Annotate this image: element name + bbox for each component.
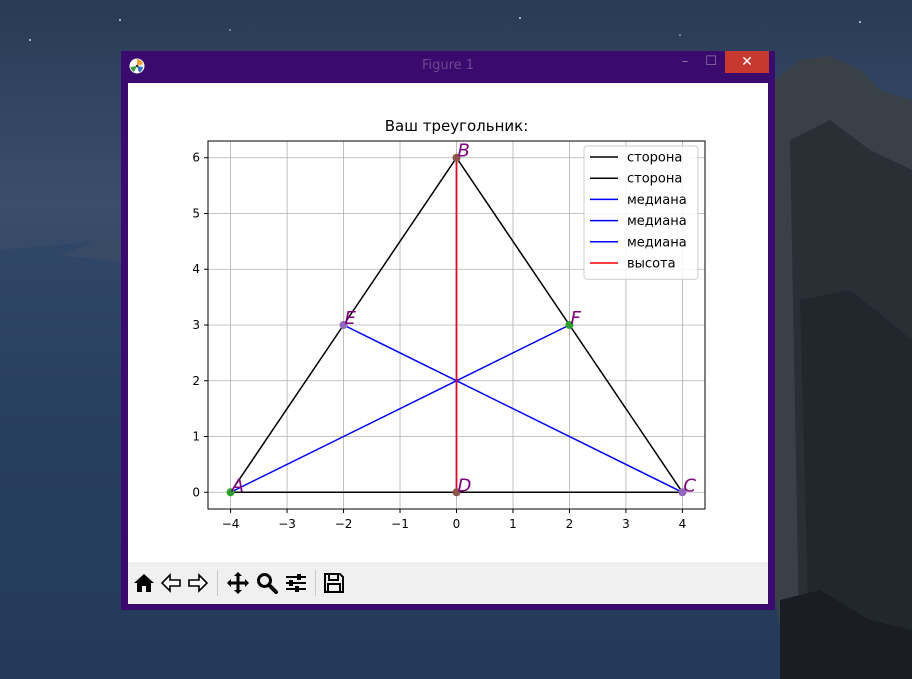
toolbar-separator bbox=[217, 570, 218, 596]
legend-label-4: медиана bbox=[627, 235, 687, 250]
legend-box bbox=[583, 145, 699, 280]
point-b-marker bbox=[452, 153, 461, 162]
series-line-3 bbox=[343, 324, 683, 493]
close-button[interactable]: ✕ bbox=[725, 51, 769, 73]
maximize-button[interactable]: ☐ bbox=[705, 54, 717, 69]
title-bar[interactable]: Figure 1 – ☐ ✕ bbox=[121, 51, 775, 81]
legend-label-0: сторона bbox=[627, 151, 682, 166]
y-tick-label: 2 bbox=[192, 374, 200, 388]
legend-label-5: высота bbox=[627, 257, 676, 272]
chart-title: Ваш треугольник: bbox=[385, 117, 529, 135]
plot-figure[interactable]: A B C D E F −4 −3 −2 −1 0 1 2 3 4 0 1 2 3 4 5 6 Ваш треугольни… bbox=[128, 83, 768, 562]
point-c-marker bbox=[678, 488, 687, 497]
x-tick-label: −2 bbox=[335, 517, 353, 531]
point-b-label: B bbox=[458, 141, 470, 162]
x-tick-label: 4 bbox=[679, 517, 687, 531]
y-tick-label: 3 bbox=[192, 318, 200, 332]
y-tick-label: 6 bbox=[192, 151, 200, 165]
x-tick-label: 1 bbox=[509, 517, 517, 531]
x-tick-label: 0 bbox=[453, 517, 461, 531]
pan-icon[interactable] bbox=[226, 571, 250, 595]
figure-canvas: A B C D E F −4 −3 −2 −1 0 1 2 3 4 0 1 2 3 4 5 6 Ваш треугольни… bbox=[128, 83, 768, 604]
save-icon[interactable] bbox=[322, 571, 346, 595]
point-a-marker bbox=[226, 488, 235, 497]
toolbar-separator bbox=[315, 570, 316, 596]
x-tick-label: −4 bbox=[222, 517, 240, 531]
point-c-label: C bbox=[683, 475, 696, 496]
point-e-label: E bbox=[345, 308, 357, 329]
point-a-label: A bbox=[231, 475, 244, 496]
legend-label-2: медиана bbox=[627, 193, 687, 208]
legend-label-3: медиана bbox=[627, 214, 687, 229]
x-tick-label: −3 bbox=[278, 517, 296, 531]
x-tick-label: −1 bbox=[391, 517, 409, 531]
matplotlib-app-icon bbox=[129, 58, 145, 74]
point-f-marker bbox=[565, 321, 574, 329]
y-tick-label: 0 bbox=[192, 485, 200, 499]
point-d-label: D bbox=[458, 475, 472, 496]
y-tick-label: 1 bbox=[192, 430, 200, 444]
configure-subplots-icon[interactable] bbox=[284, 571, 308, 595]
zoom-icon[interactable] bbox=[255, 571, 279, 595]
legend-label-1: сторона bbox=[627, 172, 682, 187]
x-tick-label: 2 bbox=[566, 517, 574, 531]
figure-window: Figure 1 – ☐ ✕ A B C D E F −4 −3 −2 −1 0 1 2 3 4 0 1 2 3 4 5… bbox=[121, 51, 775, 610]
x-tick-label: 3 bbox=[622, 517, 630, 531]
y-tick-label: 5 bbox=[192, 206, 200, 220]
window-title: Figure 1 bbox=[421, 58, 475, 73]
y-tick-label: 4 bbox=[192, 262, 200, 276]
series-line-2 bbox=[230, 324, 570, 493]
forward-icon[interactable] bbox=[186, 571, 210, 595]
point-e-marker bbox=[339, 321, 348, 329]
point-d-marker bbox=[452, 488, 461, 497]
minimize-button[interactable]: – bbox=[681, 54, 689, 69]
home-icon[interactable] bbox=[132, 571, 156, 595]
back-icon[interactable] bbox=[159, 571, 183, 595]
navigation-toolbar bbox=[128, 562, 768, 604]
point-f-label: F bbox=[570, 308, 581, 329]
